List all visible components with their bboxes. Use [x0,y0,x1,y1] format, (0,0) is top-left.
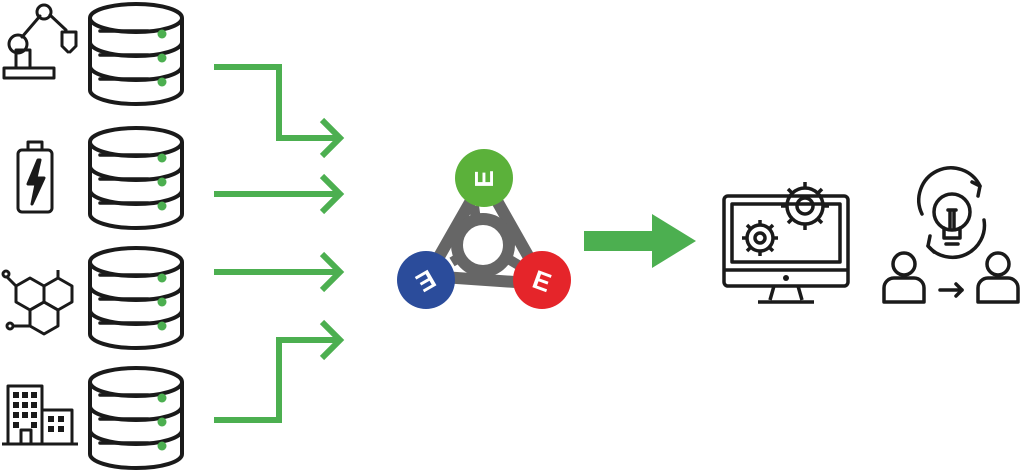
hub-logo: E E E [397,149,571,309]
gear-icon [742,220,778,256]
battery-icon [16,140,54,214]
lightbulb-icon [932,192,972,246]
flow-arrow [214,64,345,159]
monitor-gears-icon [722,182,850,304]
building-icon [2,384,78,446]
hub-node-red: E [513,251,571,309]
gear-icon [781,182,829,230]
flow-arrow [214,251,345,293]
hub-node-green: E [455,149,513,207]
person-icon [882,251,926,304]
transfer-arrow-icon [938,282,964,298]
hub-node-blue: E [397,251,455,309]
database-icon [88,246,184,350]
cycle-arrows-icon [917,166,987,260]
output-arrow [584,214,696,268]
hub-node-label: E [469,170,499,187]
database-icon [88,366,184,470]
database-icon [88,126,184,230]
molecule-icon [1,269,74,336]
robot-arm-icon [2,3,78,80]
database-icon [88,2,184,106]
flow-arrow [214,319,345,423]
knowledge-transfer-icon [882,166,1020,304]
flow-arrow [214,173,345,215]
person-icon [976,251,1020,304]
